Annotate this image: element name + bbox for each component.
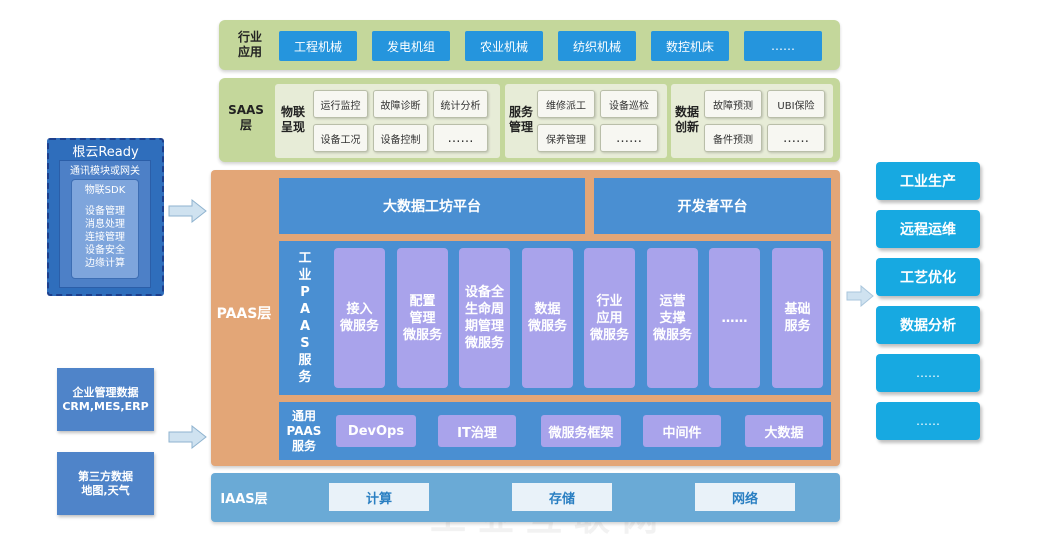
- industry-item-construction[interactable]: 工程机械: [279, 31, 357, 61]
- industry-item-agriculture[interactable]: 农业机械: [465, 31, 543, 61]
- saas-cell-service-more[interactable]: ……: [600, 124, 658, 152]
- enterprise-data-box[interactable]: 企业管理数据 CRM,MES,ERP: [57, 368, 154, 431]
- app-industrial-production[interactable]: 工业生产: [876, 162, 980, 200]
- platform-to-apps-arrow-icon: [846, 285, 874, 307]
- root-cloud-ready-title: 根云Ready: [72, 144, 139, 160]
- saas-cell-run-monitor[interactable]: 运行监控: [313, 90, 368, 118]
- saas-cell-fault-diagnosis[interactable]: 故障诊断: [373, 90, 428, 118]
- data-to-paas-arrow-icon: [168, 425, 207, 449]
- device-lifecycle-microservice[interactable]: 设备全 生命周 期管理 微服务: [459, 248, 510, 388]
- industry-layer: 行业 应用 工程机械 发电机组 农业机械 纺织机械 数控机床 ……: [219, 20, 840, 70]
- industry-item-cnc[interactable]: 数控机床: [651, 31, 729, 61]
- config-management-microservice[interactable]: 配置 管理 微服务: [397, 248, 448, 388]
- industry-item-more[interactable]: ……: [744, 31, 822, 61]
- saas-cell-maintenance[interactable]: 保养管理: [537, 124, 595, 152]
- base-services[interactable]: 基础 服务: [772, 248, 823, 388]
- saas-group-data: 数据 创新 故障预测 UBI保险 备件预测 ……: [671, 84, 833, 158]
- it-governance-service[interactable]: IT治理: [438, 415, 516, 447]
- saas-cell-repair-dispatch[interactable]: 维修派工: [537, 90, 595, 118]
- bigdata-workshop-platform[interactable]: 大数据工坊平台: [279, 178, 585, 234]
- saas-cell-device-condition[interactable]: 设备工况: [313, 124, 368, 152]
- devops-service[interactable]: DevOps: [336, 415, 416, 447]
- saas-group-iot: 物联 呈现 运行监控 故障诊断 统计分析 设备工况 设备控制 ……: [275, 84, 500, 158]
- iaas-layer: IAAS层 计算 存储 网络: [211, 473, 840, 522]
- saas-cell-ubi-insurance[interactable]: UBI保险: [767, 90, 825, 118]
- third-party-data-box[interactable]: 第三方数据 地图,天气: [57, 452, 154, 515]
- middleware-service[interactable]: 中间件: [643, 415, 721, 447]
- industry-item-generator[interactable]: 发电机组: [372, 31, 450, 61]
- compute-resource[interactable]: 计算: [329, 483, 429, 511]
- saas-group-iot-title: 物联 呈现: [280, 105, 305, 134]
- industrial-paas-title: 工 业 P A A S 服 务: [298, 251, 312, 385]
- sdk-message-processing: 消息处理: [85, 219, 125, 230]
- saas-cell-device-control[interactable]: 设备控制: [373, 124, 428, 152]
- app-remote-maintenance[interactable]: 远程运维: [876, 210, 980, 248]
- operations-support-microservice[interactable]: 运营 支撑 微服务: [647, 248, 698, 388]
- microservice-framework[interactable]: 微服务框架: [541, 415, 621, 447]
- paas-layer: PAAS层 大数据工坊平台 开发者平台 工 业 P A A S 服 务 接入 微…: [211, 170, 840, 466]
- industrial-paas-services: 工 业 P A A S 服 务 接入 微服务 配置 管理 微服务 设备全 生命周…: [279, 241, 831, 395]
- app-data-analysis[interactable]: 数据分析: [876, 306, 980, 344]
- comm-module-box: 通讯模块或网关 物联SDK 设备管理 消息处理 连接管理 设备安全 边缘计算: [59, 160, 151, 288]
- comm-module-title: 通讯模块或网关: [70, 166, 140, 177]
- general-paas-services: 通用 PAAS 服务 DevOps IT治理 微服务框架 中间件 大数据: [279, 402, 831, 460]
- saas-cell-iot-more[interactable]: ……: [433, 124, 488, 152]
- sdk-device-security: 设备安全: [85, 245, 125, 256]
- network-resource[interactable]: 网络: [695, 483, 795, 511]
- saas-cell-inspection[interactable]: 设备巡检: [600, 90, 658, 118]
- sdk-edge-computing: 边缘计算: [85, 258, 125, 269]
- iaas-layer-title: IAAS层: [220, 491, 268, 507]
- saas-layer: SAAS 层 物联 呈现 运行监控 故障诊断 统计分析 设备工况 设备控制 ………: [219, 78, 840, 162]
- paas-layer-title: PAAS层: [216, 306, 272, 322]
- app-more-1[interactable]: ……: [876, 354, 980, 392]
- iot-sdk-box: 物联SDK 设备管理 消息处理 连接管理 设备安全 边缘计算: [71, 179, 139, 279]
- root-cloud-ready-box: 根云Ready 通讯模块或网关 物联SDK 设备管理 消息处理 连接管理 设备安…: [47, 138, 164, 296]
- saas-cell-statistics[interactable]: 统计分析: [433, 90, 488, 118]
- saas-group-data-title: 数据 创新: [674, 105, 699, 134]
- access-microservice[interactable]: 接入 微服务: [334, 248, 385, 388]
- saas-layer-title: SAAS 层: [228, 103, 264, 132]
- ready-to-paas-arrow-icon: [168, 199, 207, 223]
- general-paas-title: 通用 PAAS 服务: [286, 408, 322, 453]
- app-more-2[interactable]: ……: [876, 402, 980, 440]
- saas-group-service: 服务 管理 维修派工 设备巡检 保养管理 ……: [505, 84, 667, 158]
- sdk-device-management: 设备管理: [85, 206, 125, 217]
- saas-cell-parts-prediction[interactable]: 备件预测: [704, 124, 762, 152]
- industry-layer-title: 行业 应用: [237, 30, 262, 59]
- data-microservice[interactable]: 数据 微服务: [522, 248, 573, 388]
- app-process-optimization[interactable]: 工艺优化: [876, 258, 980, 296]
- more-microservices[interactable]: ……: [709, 248, 760, 388]
- iot-sdk-title: 物联SDK: [84, 184, 126, 196]
- storage-resource[interactable]: 存储: [512, 483, 612, 511]
- industry-app-microservice[interactable]: 行业 应用 微服务: [584, 248, 635, 388]
- bigdata-service[interactable]: 大数据: [745, 415, 823, 447]
- developer-platform[interactable]: 开发者平台: [594, 178, 831, 234]
- saas-cell-data-more[interactable]: ……: [767, 124, 825, 152]
- industry-item-textile[interactable]: 纺织机械: [558, 31, 636, 61]
- sdk-connection-management: 连接管理: [85, 232, 125, 243]
- saas-cell-fault-prediction[interactable]: 故障预测: [704, 90, 762, 118]
- saas-group-service-title: 服务 管理: [508, 105, 533, 134]
